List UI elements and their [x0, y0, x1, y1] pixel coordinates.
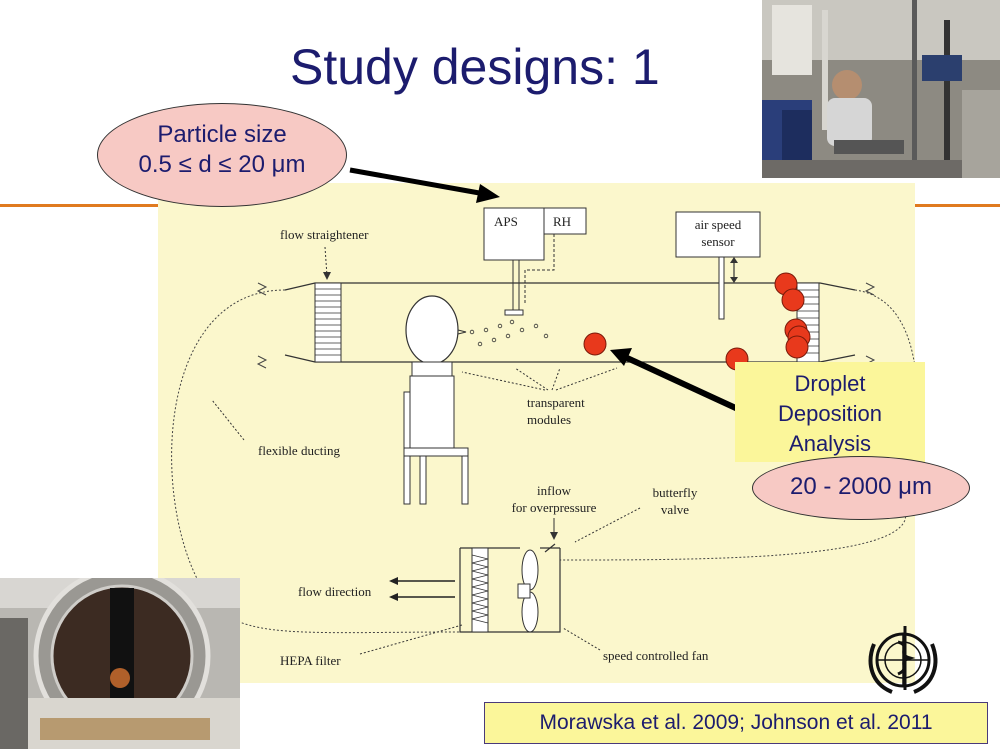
- air-speed-line1: air speed: [694, 217, 742, 232]
- droplet-line1: Droplet: [794, 371, 866, 396]
- droplet-size-callout: 20 - 2000 μm: [752, 456, 970, 520]
- bottom-left-photo: [0, 578, 240, 749]
- accent-line-left: [0, 204, 158, 207]
- droplet-line2: Deposition: [778, 401, 882, 426]
- droplet-line3: Analysis: [789, 431, 871, 456]
- transparent-modules-label: transparent modules: [527, 394, 607, 428]
- transparent-line1: transparent: [527, 395, 585, 410]
- flexible-ducting-label: flexible ducting: [258, 443, 340, 458]
- citation-box: Morawska et al. 2009; Johnson et al. 201…: [484, 702, 988, 744]
- inflow-label: inflow for overpressure: [494, 482, 614, 516]
- droplet-deposition-box: Droplet Deposition Analysis: [735, 362, 925, 462]
- inflow-line2: for overpressure: [511, 500, 597, 515]
- particle-size-line2: 0.5 ≤ d ≤ 20 μm: [138, 151, 306, 178]
- transparent-line2: modules: [527, 412, 572, 427]
- air-speed-sensor-label: air speed sensor: [678, 216, 758, 250]
- butterfly-line2: valve: [660, 502, 690, 517]
- rh-label: RH: [553, 214, 572, 229]
- flow-direction-label: flow direction: [298, 584, 372, 599]
- inflow-line1: inflow: [537, 483, 571, 498]
- speed-fan-label: speed controlled fan: [603, 648, 709, 663]
- butterfly-line1: butterfly: [652, 485, 698, 500]
- accent-line-right: [915, 204, 1000, 207]
- air-speed-line2: sensor: [701, 234, 735, 249]
- who-logo-icon: [862, 624, 944, 696]
- slide-title: Study designs: 1: [290, 39, 660, 95]
- particle-size-line1: Particle size: [157, 121, 287, 148]
- butterfly-valve-label: butterfly valve: [638, 484, 712, 518]
- flow-straightener-label: flow straightener: [280, 227, 369, 242]
- particle-size-callout: Particle size 0.5 ≤ d ≤ 20 μm: [97, 103, 347, 207]
- top-right-photo: [762, 0, 1000, 178]
- hepa-filter-label: HEPA filter: [280, 653, 341, 668]
- aps-label: APS: [494, 214, 518, 229]
